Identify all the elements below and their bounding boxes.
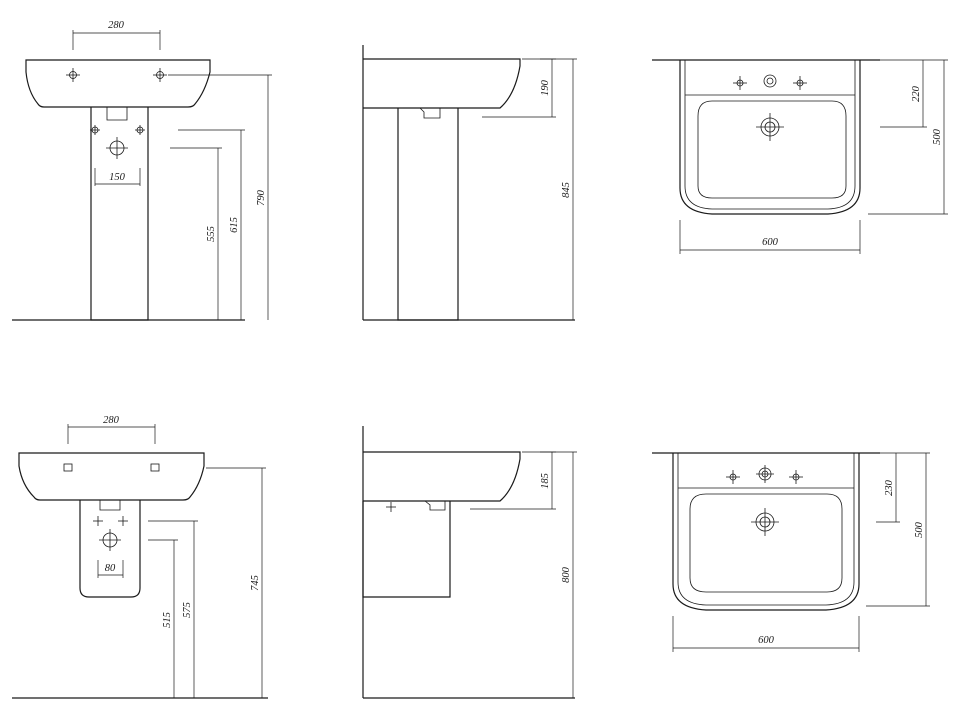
pedestal-plan-tap-offset-label: 220 — [911, 85, 922, 102]
semi-plan-tap-offset-label: 230 — [884, 479, 895, 496]
plug-hole-icon — [751, 508, 779, 536]
tap-hole-left-icon — [733, 76, 747, 90]
pedestal-plan-width-label: 600 — [762, 237, 779, 248]
tap-hole-left-icon — [66, 68, 80, 82]
semi-side-depth-label: 185 — [540, 473, 551, 489]
tap-hole-left-icon — [726, 470, 740, 484]
fixing-point-left-icon — [90, 125, 100, 135]
semi-pedestal-plan-view: 230 500 600 — [652, 452, 930, 652]
tap-hole-right-icon — [153, 68, 167, 82]
fixing-point-right-icon — [118, 516, 128, 526]
pedestal-plan-view: 220 500 600 — [652, 59, 948, 254]
semi-front-waste-height-label: 515 — [162, 612, 173, 628]
semi-front-width-label: 280 — [103, 415, 120, 426]
pedestal-front-view: 280 150 555 615 790 — [12, 20, 272, 321]
semi-pedestal-front-view: 280 80 515 575 745 — [12, 415, 268, 699]
plug-hole-icon — [756, 113, 784, 141]
tap-hole-center-icon — [763, 74, 777, 88]
semi-plan-depth-label: 500 — [914, 521, 925, 538]
waste-outlet-icon — [106, 137, 128, 159]
tap-hole-right-icon — [793, 76, 807, 90]
fixing-point-icon — [386, 502, 396, 512]
semi-plan-width-label: 600 — [758, 635, 775, 646]
pedestal-front-fixing-height-label: 615 — [229, 217, 240, 233]
pedestal-side-depth-label: 190 — [540, 79, 551, 96]
waste-outlet-icon — [99, 529, 121, 551]
semi-front-fixing-spacing-label: 80 — [105, 563, 116, 574]
pedestal-front-fixing-spacing-label: 150 — [109, 172, 126, 183]
pedestal-side-view: 190 845 — [362, 45, 577, 321]
pedestal-front-rim-height-label: 790 — [256, 189, 267, 206]
pedestal-front-width-label: 280 — [108, 20, 125, 31]
pedestal-side-height-label: 845 — [561, 182, 572, 198]
semi-pedestal-side-view: 185 800 — [362, 426, 577, 699]
semi-front-rim-height-label: 745 — [250, 575, 261, 591]
semi-front-fixing-height-label: 575 — [182, 602, 193, 618]
pedestal-front-waste-height-label: 555 — [206, 226, 217, 242]
semi-side-height-label: 800 — [561, 566, 572, 583]
fixing-point-right-icon — [135, 125, 145, 135]
pedestal-plan-depth-label: 500 — [932, 128, 943, 145]
tap-hole-center-icon — [756, 465, 774, 483]
fixing-point-left-icon — [93, 516, 103, 526]
tap-hole-right-icon — [789, 470, 803, 484]
